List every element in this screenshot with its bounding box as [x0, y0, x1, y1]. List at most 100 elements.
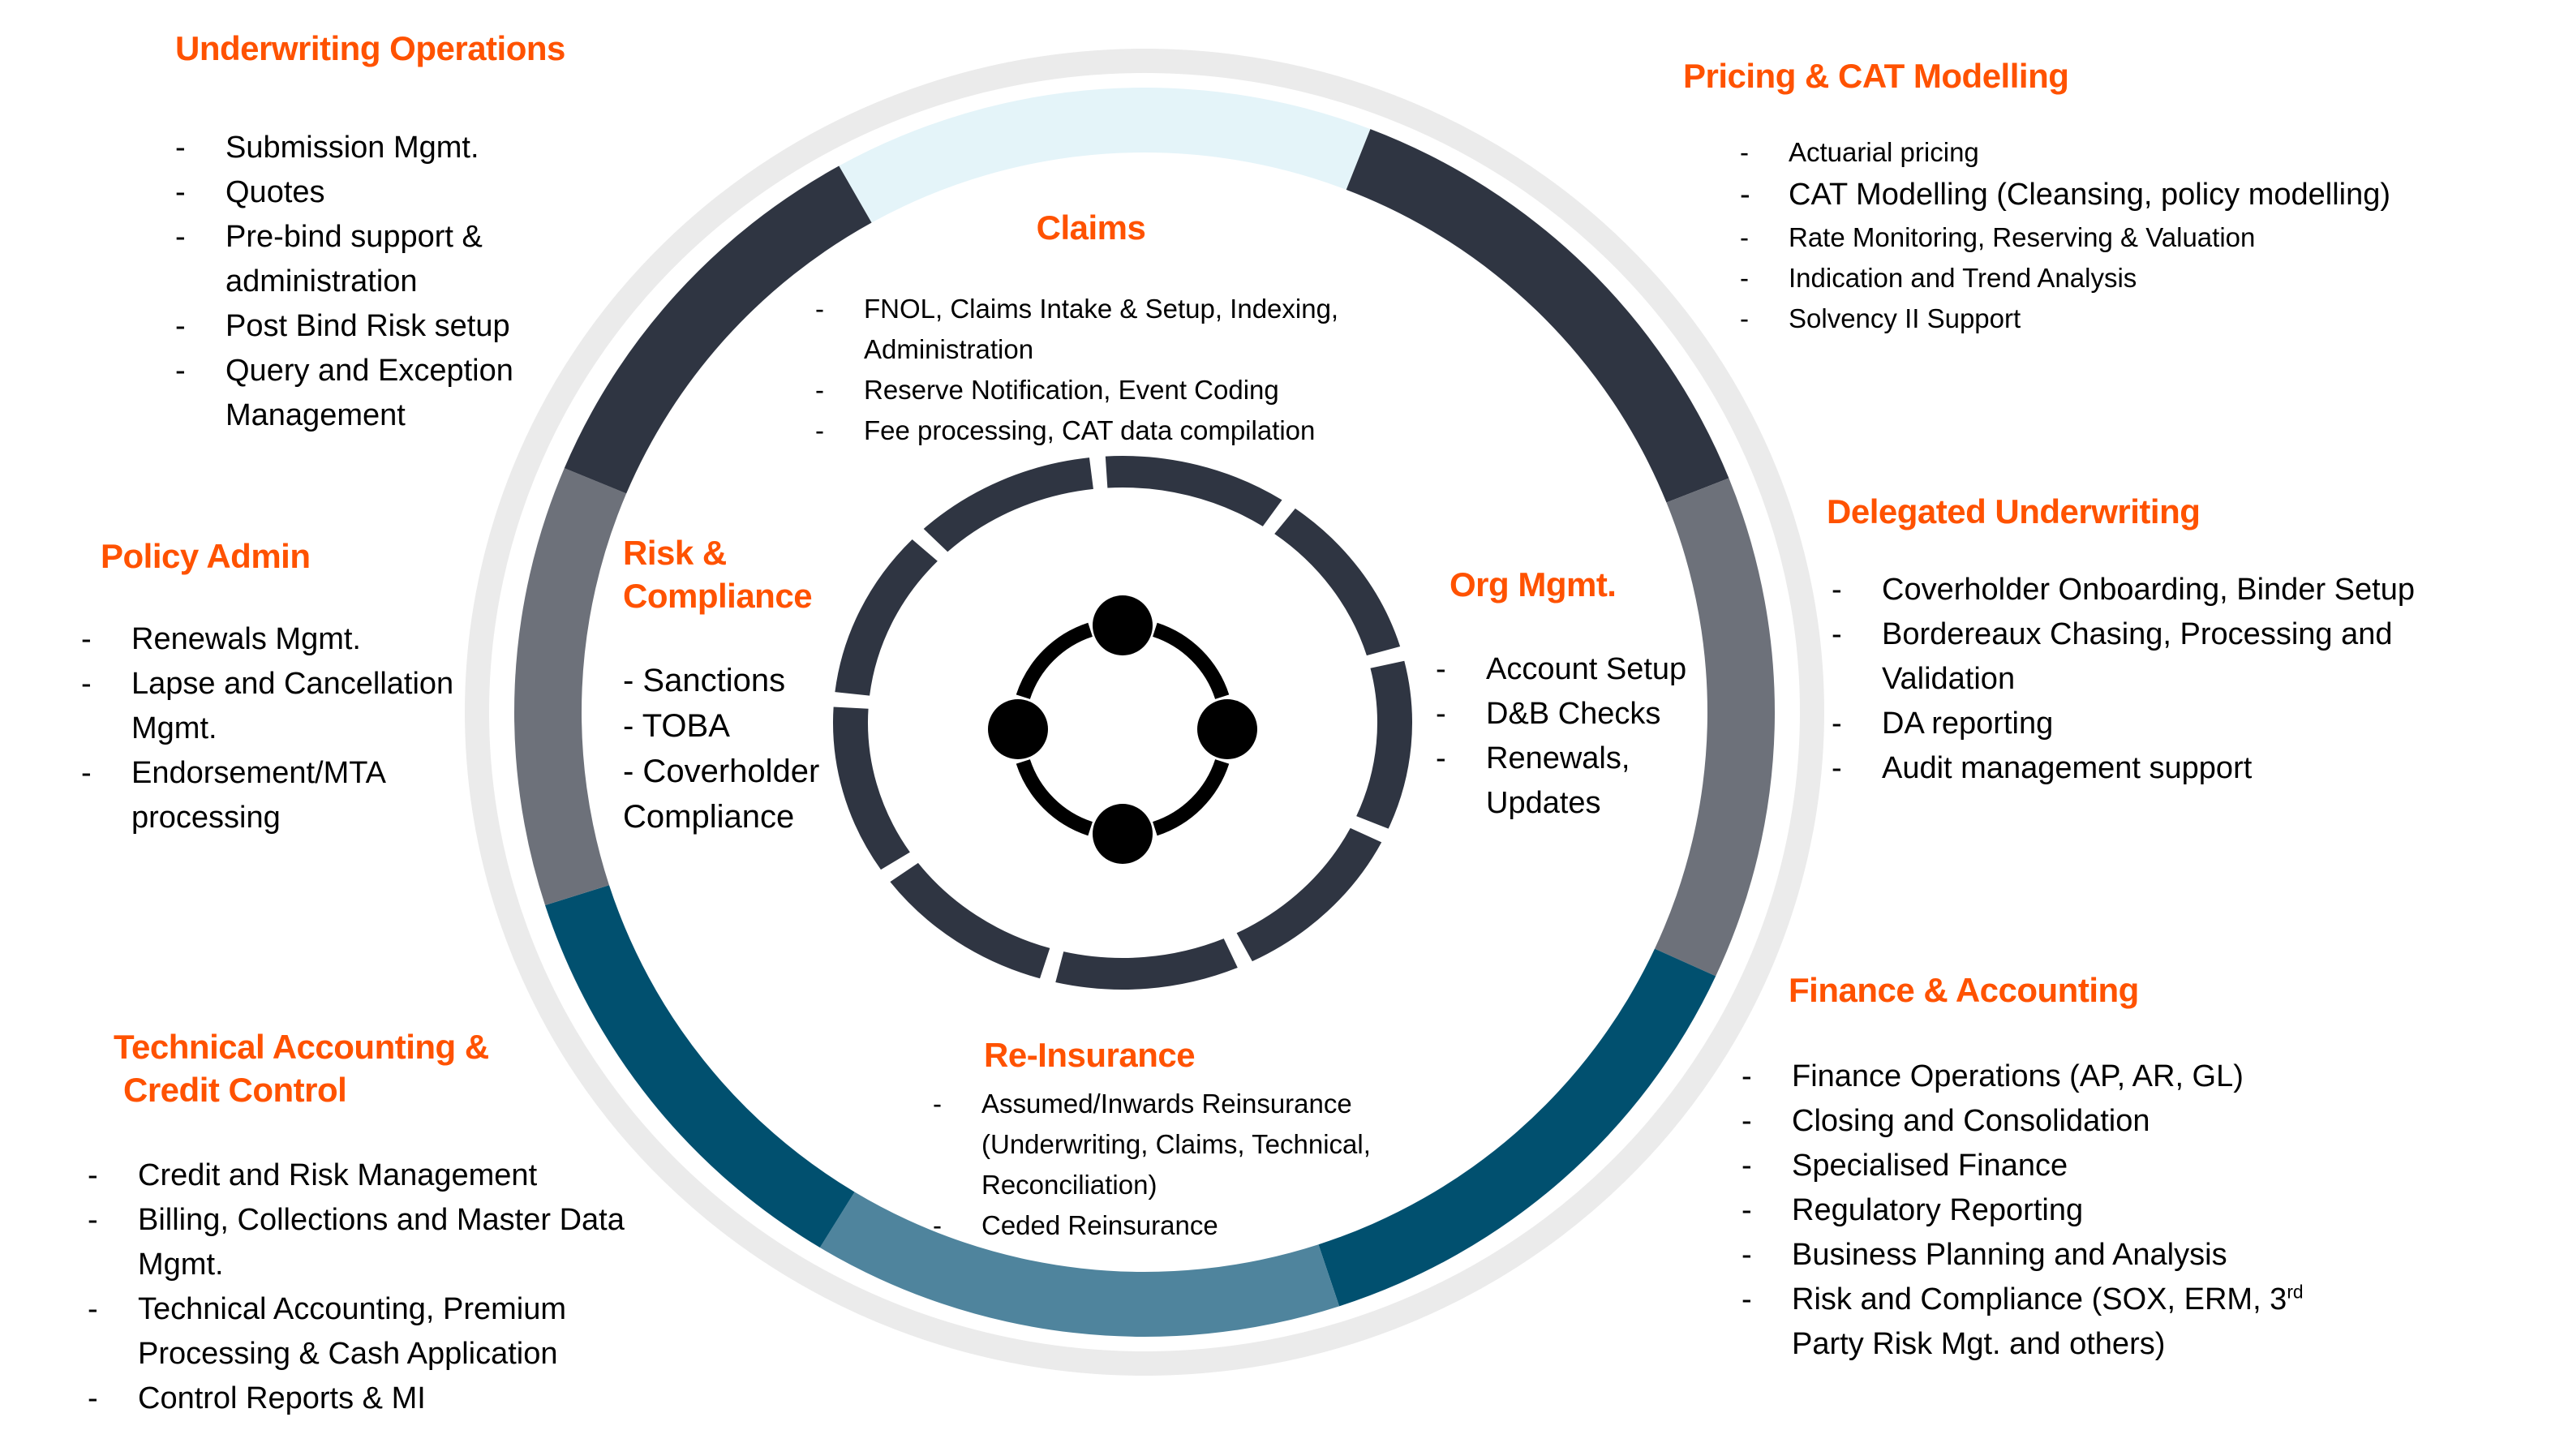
item-list: -Credit and Risk Management -Billing, Co…: [88, 1153, 655, 1421]
section-title: Delegated Underwriting: [1827, 492, 2201, 530]
section-risk-compliance: Risk & Compliance - Sanctions - TOBA - C…: [623, 532, 866, 840]
item-list: -Assumed/Inwards Reinsurance (Underwriti…: [933, 1084, 1501, 1246]
section-title-line: Credit Control: [123, 1070, 347, 1109]
inner-ring-segment: [923, 457, 1093, 552]
list-item: -Renewals Mgmt.: [81, 621, 361, 656]
list-item: - Sanctions: [623, 663, 786, 698]
list-item: -Lapse and Cancellation Mgmt.: [81, 666, 454, 745]
list-item: -CAT Modelling (Cleansing, policy modell…: [1740, 177, 2391, 212]
list-item: -Submission Mgmt.: [175, 130, 479, 165]
ring-segment-pricing-cat: [1346, 129, 1729, 503]
list-item: -FNOL, Claims Intake & Setup, Indexing, …: [815, 293, 1339, 364]
item-list: -Submission Mgmt. -Quotes -Pre-bind supp…: [175, 126, 629, 438]
icon-connector-arc: [1016, 758, 1093, 836]
list-item: -Actuarial pricing: [1740, 136, 1979, 167]
inner-ring-segment: [1055, 938, 1238, 990]
inner-ring-segment: [1356, 660, 1413, 829]
list-item: -Ceded Reinsurance: [933, 1209, 1218, 1240]
section-finance-accounting: Finance & Accounting -Finance Operations…: [1742, 969, 2358, 1367]
list-item: -Quotes: [175, 174, 325, 209]
inner-ring-segment: [890, 862, 1050, 979]
section-title: Risk & Compliance: [623, 532, 866, 617]
section-title: Policy Admin: [101, 537, 311, 575]
item-list: -Coverholder Onboarding, Binder Setup -B…: [1832, 568, 2443, 791]
section-policy-admin: Policy Admin -Renewals Mgmt. -Lapse and …: [81, 535, 470, 840]
list-item: -Business Planning and Analysis: [1742, 1237, 2227, 1272]
ring-segment-policy-admin: [513, 468, 627, 905]
list-item: - TOBA: [623, 708, 730, 744]
section-title: Pricing & CAT Modelling: [1683, 57, 2069, 95]
inner-ring-segment: [833, 707, 910, 870]
list-item: -Reserve Notification, Event Coding: [815, 374, 1279, 405]
list-item: -Renewals, Updates: [1436, 741, 1630, 820]
ring-segment-technical-accounting: [545, 885, 855, 1248]
section-title: Claims: [1036, 208, 1146, 247]
list-item: -Post Bind Risk setup: [175, 308, 510, 343]
section-title: Underwriting Operations: [175, 29, 565, 67]
list-item: -Assumed/Inwards Reinsurance (Underwriti…: [933, 1088, 1371, 1200]
section-claims: Claims -FNOL, Claims Intake & Setup, Ind…: [815, 207, 1415, 451]
list-item: -Rate Monitoring, Reserving & Valuation: [1740, 221, 2256, 252]
inner-ring-segment: [1274, 508, 1401, 656]
list-item: -Specialised Finance: [1742, 1148, 2068, 1183]
icon-node-dot: [1197, 699, 1257, 759]
ring-segment-finance-accounting: [1318, 948, 1716, 1307]
list-item: - Coverholder Compliance: [623, 754, 820, 835]
list-item: -Query and Exception Management: [175, 353, 513, 432]
section-title: Re-Insurance: [984, 1036, 1196, 1074]
inner-ring-segment: [1236, 827, 1382, 962]
list-item: -Regulatory Reporting: [1742, 1192, 2084, 1227]
section-title-line: Technical Accounting &: [114, 1028, 489, 1066]
section-org-mgmt: Org Mgmt. -Account Setup -D&B Checks -Re…: [1436, 564, 1711, 826]
icon-connector-arc: [1016, 622, 1093, 700]
section-title-line: Risk &: [623, 534, 727, 572]
list-item: -Credit and Risk Management: [88, 1158, 538, 1192]
section-delegated-underwriting: Delegated Underwriting -Coverholder Onbo…: [1827, 491, 2443, 791]
icon-node-dot: [1093, 595, 1153, 655]
list-item: -Pre-bind support & administration: [175, 219, 483, 299]
outer-track-ring: [465, 49, 1824, 1376]
item-list: -Finance Operations (AP, AR, GL) -Closin…: [1742, 1054, 2358, 1367]
ring-segment-underwriting-ops: [564, 165, 872, 494]
list-item: -Solvency II Support: [1740, 303, 2021, 333]
section-technical-accounting-credit-control: Technical Accounting & Credit Control -C…: [88, 1026, 655, 1421]
icon-connector-arc: [1152, 758, 1230, 836]
icon-connector-arc: [1152, 622, 1230, 700]
list-item: -Indication and Trend Analysis: [1740, 262, 2137, 293]
item-list: -Account Setup -D&B Checks -Renewals, Up…: [1436, 647, 1711, 826]
list-item: -DA reporting: [1832, 706, 2054, 741]
section-title: Finance & Accounting: [1789, 971, 2139, 1009]
ring-segment-claims: [839, 87, 1371, 223]
list-item: -Coverholder Onboarding, Binder Setup: [1832, 572, 2415, 607]
section-title-line: Compliance: [623, 576, 813, 615]
inner-ring-segment: [1105, 456, 1282, 526]
item-list: -Renewals Mgmt. -Lapse and Cancellation …: [81, 617, 470, 840]
ring-segment-delegated-underwriting: [1654, 478, 1775, 977]
list-item: -Bordereaux Chasing, Processing and Vali…: [1832, 616, 2393, 696]
section-title: Org Mgmt.: [1449, 565, 1617, 603]
inner-ring-segment: [835, 539, 938, 696]
list-item: -Control Reports & MI: [88, 1381, 426, 1415]
list-item: -Billing, Collections and Master Data Mg…: [88, 1203, 625, 1282]
list-item: -D&B Checks: [1436, 696, 1661, 731]
icon-node-dot: [988, 699, 1048, 759]
ring-segment-re-insurance: [819, 1192, 1340, 1337]
item-list: - Sanctions - TOBA - Coverholder Complia…: [623, 658, 866, 840]
section-underwriting-operations: Underwriting Operations -Submission Mgmt…: [175, 28, 629, 438]
list-item: -Audit management support: [1832, 750, 2253, 785]
list-item: -Risk and Compliance (SOX, ERM, 3rd Part…: [1742, 1280, 2304, 1361]
list-item: -Endorsement/MTA processing: [81, 755, 384, 835]
list-item: -Technical Accounting, Premium Processin…: [88, 1292, 567, 1371]
network-circle-icon: [988, 595, 1257, 864]
list-item: -Fee processing, CAT data compilation: [815, 414, 1316, 445]
item-list: -Actuarial pricing -CAT Modelling (Clean…: [1740, 132, 2413, 339]
list-item: -Closing and Consolidation: [1742, 1103, 2150, 1138]
list-item: -Finance Operations (AP, AR, GL): [1742, 1059, 2244, 1093]
item-list: -FNOL, Claims Intake & Setup, Indexing, …: [815, 289, 1415, 451]
section-re-insurance: Re-Insurance -Assumed/Inwards Reinsuranc…: [933, 1034, 1501, 1246]
section-title: Technical Accounting & Credit Control: [114, 1026, 655, 1111]
section-pricing-cat-modelling: Pricing & CAT Modelling -Actuarial prici…: [1683, 55, 2413, 339]
icon-node-dot: [1093, 804, 1153, 864]
list-item: -Account Setup: [1436, 651, 1687, 686]
